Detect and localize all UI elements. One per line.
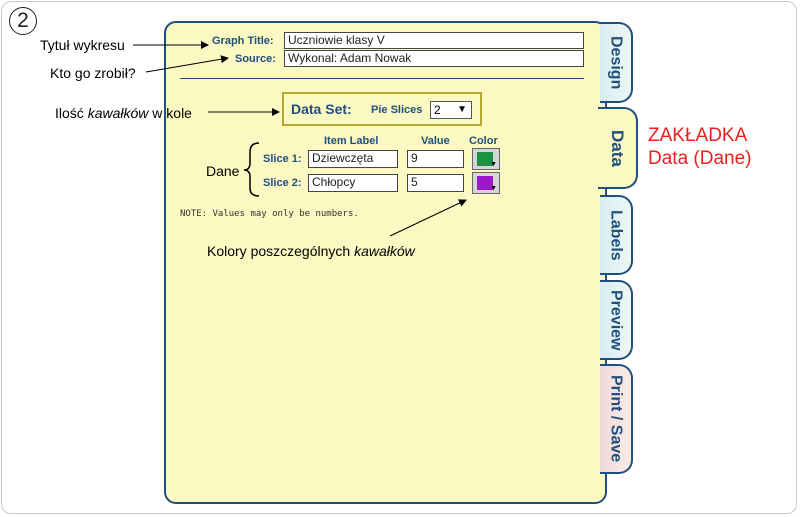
tab-preview-label: Preview [607, 289, 625, 351]
annotation-colors-em: kawałków [354, 243, 415, 259]
tab-labels[interactable]: Labels [600, 195, 633, 275]
dropdown-arrow-icon: ▼ [457, 104, 467, 115]
slice-1-label: Slice 1: [263, 153, 302, 165]
annotation-title: Tytuł wykresu [40, 37, 125, 53]
slice-1-color-picker[interactable]: ▼ [472, 148, 500, 170]
slice-1-color-fill [477, 152, 493, 166]
arrow-to-colors [389, 199, 467, 237]
tab-design[interactable]: Design [600, 22, 633, 103]
tab-design-label: Design [607, 35, 625, 90]
source-input[interactable]: Wykonal: Adam Nowak [284, 50, 584, 67]
annotation-colors-prefix: Kolory poszczególnych [207, 243, 355, 259]
tab-labels-label: Labels [607, 209, 625, 261]
data-panel [164, 21, 607, 504]
arrow-to-source [145, 55, 229, 73]
annotation-source: Kto go zrobił? [50, 65, 136, 81]
color-dropdown-icon: ▼ [490, 161, 497, 168]
pie-slices-value: 2 [434, 103, 441, 117]
annotation-slices-em: kawałków [87, 105, 149, 121]
graph-title-label: Graph Title: [212, 35, 274, 47]
slice-2-item-input[interactable]: Chłopcy [308, 174, 398, 192]
annotation-slices: Ilość kawałków w kole [55, 105, 192, 121]
value-header: Value [421, 135, 450, 147]
data-brace [243, 142, 260, 197]
tab-preview[interactable]: Preview [600, 280, 633, 360]
note-text: NOTE: Values may only be numbers. [180, 209, 359, 219]
tab-data-label: Data [608, 129, 627, 167]
graph-title-input[interactable]: Uczniowie klasy V [284, 32, 584, 49]
slice-1-item-input[interactable]: Dziewczęta [308, 150, 398, 168]
source-label: Source: [235, 53, 276, 65]
pie-slices-label: Pie Slices [371, 104, 423, 116]
slice-1-value-input[interactable]: 9 [407, 150, 464, 168]
annotation-colors: Kolory poszczególnych kawałków [207, 243, 415, 259]
step-number-badge: 2 [9, 7, 37, 35]
annotation-tab-line2: Data (Dane) [648, 148, 752, 169]
dataset-box [282, 92, 482, 126]
color-dropdown-icon: ▼ [490, 185, 497, 192]
slice-2-color-fill [477, 176, 493, 190]
slice-2-value-input[interactable]: 5 [407, 174, 464, 192]
tab-print-save-label: Print / Save [607, 375, 625, 463]
annotation-tab-line1: ZAKŁADKA [648, 125, 748, 146]
tab-data[interactable]: Data [598, 107, 638, 189]
annotation-slices-suffix: w kole [148, 105, 192, 121]
dataset-label: Data Set: [291, 101, 352, 117]
item-label-header: Item Label [324, 135, 379, 147]
annotation-data: Dane [206, 163, 240, 179]
annotation-slices-prefix: Ilość [55, 105, 88, 121]
pie-slices-select[interactable]: 2▼ [430, 101, 472, 119]
slice-2-label: Slice 2: [263, 177, 302, 189]
color-header: Color [469, 135, 498, 147]
divider [180, 78, 584, 79]
tab-print-save[interactable]: Print / Save [600, 364, 633, 474]
slice-2-color-picker[interactable]: ▼ [472, 172, 500, 194]
